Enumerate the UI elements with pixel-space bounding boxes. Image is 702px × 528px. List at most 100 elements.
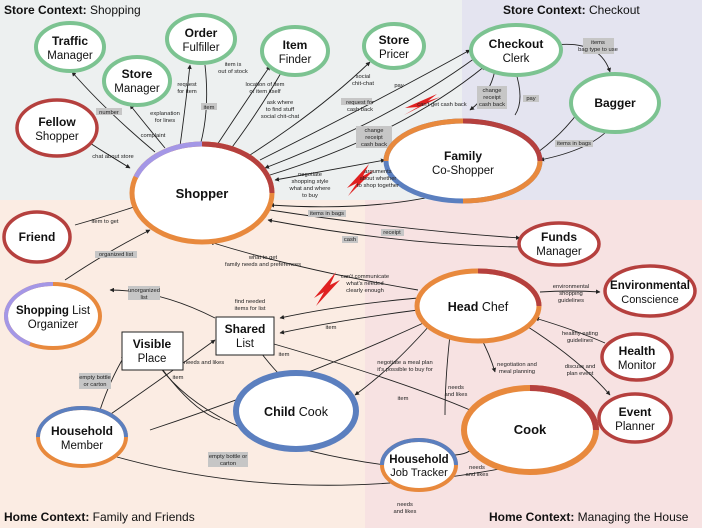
- node-bagger[interactable]: [569, 72, 661, 134]
- shared-list-title: Shared: [225, 322, 266, 336]
- event-planner-subtitle: Planner: [615, 421, 655, 433]
- label-item-sl: item: [326, 325, 337, 331]
- label-needs-likes-4a: needs: [397, 502, 413, 508]
- label-request-item-2: for item: [177, 89, 196, 95]
- node-traffic-manager[interactable]: [34, 21, 106, 73]
- node-item-finder[interactable]: [260, 25, 330, 77]
- box-items-bag: [583, 38, 614, 54]
- label-negotiation-meal-2: meal planning: [499, 369, 535, 375]
- item-finder-title: Item: [283, 38, 308, 52]
- context-title-store-shopping: Store Context: Shopping: [4, 3, 141, 17]
- node-event-planner[interactable]: [597, 392, 673, 444]
- node-child-cook[interactable]: [233, 370, 359, 452]
- label-number: number: [99, 110, 119, 116]
- box-items-in-bags-2: [308, 210, 346, 217]
- label-items-in-bags-2: items in bags: [310, 211, 344, 217]
- label-explanation-1: explanation: [150, 111, 180, 117]
- label-negotiate-4: to buy: [302, 193, 318, 199]
- label-ask-where-3: social chit-chat: [261, 114, 300, 120]
- line-cook-sharedlist: [259, 338, 471, 411]
- label-request-cash-back-1: request for: [346, 100, 374, 106]
- label-ask-where-2: to find stuff: [266, 107, 295, 113]
- label-empty-bottle-1b: or carton: [84, 382, 107, 388]
- node-fellow-shopper[interactable]: [15, 98, 99, 158]
- node-health-monitor[interactable]: [600, 332, 674, 382]
- line-jobtracker-headchef: [444, 334, 452, 416]
- box-pay-1: [341, 98, 372, 105]
- label-item-child: item: [279, 352, 290, 358]
- label-needs-likes-3a: needs: [469, 465, 485, 471]
- label-healthy-1: healthy eating: [562, 331, 598, 337]
- label-request-item-1: request: [177, 82, 197, 88]
- node-order-fulfiller[interactable]: [165, 13, 237, 65]
- label-receipt: receipt: [383, 230, 401, 236]
- label-needs-likes-1: needs and likes: [184, 360, 224, 366]
- label-item: item: [204, 105, 215, 111]
- visible-place-title: Visible: [133, 337, 172, 351]
- label-cant-communicate-1: can't communicate: [341, 274, 389, 280]
- edge-labels: number complaint explanation for lines r…: [79, 40, 618, 515]
- visible-place-subtitle: Place: [138, 353, 167, 365]
- store-manager-subtitle: Manager: [114, 83, 160, 95]
- label-items-in-bags-1: items in bags: [557, 141, 591, 147]
- label-cant-communicate-2: what's needed: [345, 281, 383, 287]
- label-discuss-2: plan event: [567, 371, 594, 377]
- item-finder-subtitle: Finder: [279, 54, 312, 66]
- traffic-manager-subtitle: Manager: [47, 50, 93, 62]
- label-out-of-stock-1: item is: [225, 62, 242, 68]
- cook-title: Cook: [514, 422, 547, 437]
- spark-cash-back: [404, 94, 440, 115]
- label-discuss-1: discuss and: [565, 364, 596, 370]
- node-funds-manager[interactable]: [517, 221, 601, 267]
- label-pay-2: pay: [526, 96, 535, 102]
- label-negotiate-meal-2: it's possible to buy for: [377, 367, 433, 373]
- label-cant-get-cash-back: can't get cash back: [417, 102, 467, 108]
- label-needs-likes-3b: and likes: [466, 472, 489, 478]
- label-what-to-get-2: family needs and preferences: [225, 262, 301, 268]
- box-empty-bottle-2: [208, 452, 248, 467]
- label-negotiate-meal-1: negotiate a meal plan: [377, 360, 432, 366]
- label-receipt-1: receipt: [365, 135, 383, 141]
- cook-arc-red: [529, 385, 599, 431]
- node-environmental-conscience[interactable]: [603, 264, 697, 318]
- label-items: items: [591, 40, 605, 46]
- label-healthy-2: guidelines: [567, 338, 593, 344]
- label-find-needed-2: items for list: [235, 306, 266, 312]
- family-arc-orange-2: [462, 160, 543, 204]
- head-chef-title: Head Chef: [448, 300, 509, 314]
- label-cant-communicate-3: clearly enough: [346, 288, 384, 294]
- node-friend[interactable]: [2, 210, 72, 264]
- line-funds-shopper-cash: [267, 218, 521, 248]
- node-store-manager[interactable]: [102, 55, 172, 107]
- organizer-arc-purple: [3, 282, 54, 346]
- household-job-tracker-title: Household: [389, 454, 448, 466]
- health-monitor-title: Health: [619, 344, 656, 358]
- shopping-list-organizer-title: Shopping List: [16, 305, 91, 317]
- label-negotiation-meal-1: negotiation and: [497, 362, 537, 368]
- label-ask-where-1: ask where: [267, 100, 293, 106]
- label-explanation-2: for lines: [155, 118, 175, 124]
- shopper-arc-red: [201, 141, 275, 194]
- conflict-sparks: [314, 94, 440, 306]
- line-storemanager-shopper: [129, 104, 166, 149]
- line-member-cook: [109, 454, 521, 486]
- environmental-conscience-title: Environmental: [610, 280, 690, 292]
- label-empty-bottle-1a: empty bottle: [79, 375, 111, 381]
- context-title-home-house: Home Context: Managing the House: [489, 510, 689, 524]
- line-headchef-shopper: [209, 241, 419, 291]
- label-needs-likes-2b: and likes: [445, 392, 468, 398]
- environmental-conscience-subtitle: Conscience: [621, 294, 678, 306]
- label-social-1: social: [356, 74, 371, 80]
- node-shared-list[interactable]: [215, 316, 275, 356]
- label-boxes: [79, 38, 614, 467]
- line-shopper-funds-receipt: [269, 209, 521, 240]
- checkout-clerk-title: Checkout: [489, 37, 544, 51]
- node-visible-place[interactable]: [121, 331, 184, 371]
- fellow-shopper-subtitle: Shopper: [35, 131, 79, 143]
- line-headchef-event: [524, 324, 611, 396]
- funds-manager-subtitle: Manager: [536, 246, 582, 258]
- node-store-pricer[interactable]: [362, 22, 426, 70]
- node-checkout-clerk[interactable]: [469, 23, 563, 77]
- line-sharedlist-organizer: [109, 287, 216, 319]
